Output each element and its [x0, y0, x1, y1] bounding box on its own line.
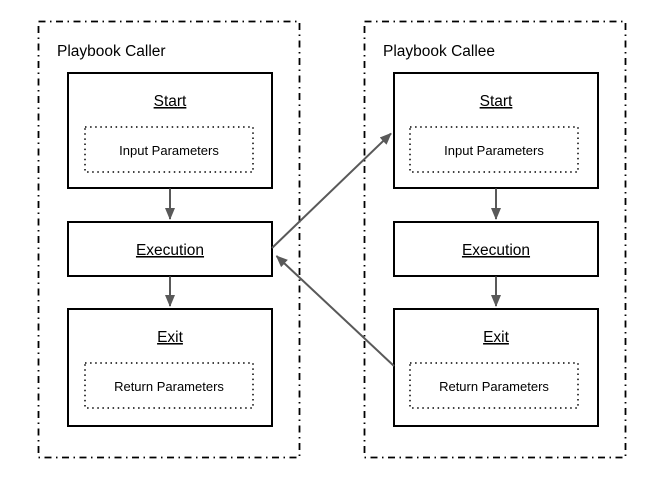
callee-container: [363, 20, 627, 459]
callee-title: Playbook Callee: [383, 43, 495, 60]
callee-start-label: Start: [480, 93, 513, 110]
callee-execution-label: Execution: [462, 242, 530, 259]
call-arrow-caller-execution-to-callee-start: [271, 132, 392, 249]
caller-title: Playbook Caller: [57, 43, 166, 60]
callee-execution-box: [393, 221, 599, 277]
return-arrow-callee-exit-to-caller-execution: [275, 255, 395, 367]
caller-container: [37, 20, 301, 459]
caller-exit-box: [67, 308, 273, 427]
callee-input-parameters-box: [409, 126, 579, 173]
caller-start-label: Start: [154, 93, 187, 110]
caller-input-parameters-label: Input Parameters: [119, 143, 219, 158]
callee-exit-box: [393, 308, 599, 427]
caller-return-parameters-box: [84, 362, 254, 409]
callee-exit-label: Exit: [483, 329, 510, 346]
callee-start-box: [393, 72, 599, 189]
caller-execution-box: [67, 221, 273, 277]
callee-return-parameters-label: Return Parameters: [439, 379, 549, 394]
caller-exit-label: Exit: [157, 329, 184, 346]
caller-return-parameters-label: Return Parameters: [114, 379, 224, 394]
caller-execution-label: Execution: [136, 242, 204, 259]
callee-return-parameters-box: [409, 362, 579, 409]
caller-input-parameters-box: [84, 126, 254, 173]
callee-input-parameters-label: Input Parameters: [444, 143, 544, 158]
caller-start-box: [67, 72, 273, 189]
